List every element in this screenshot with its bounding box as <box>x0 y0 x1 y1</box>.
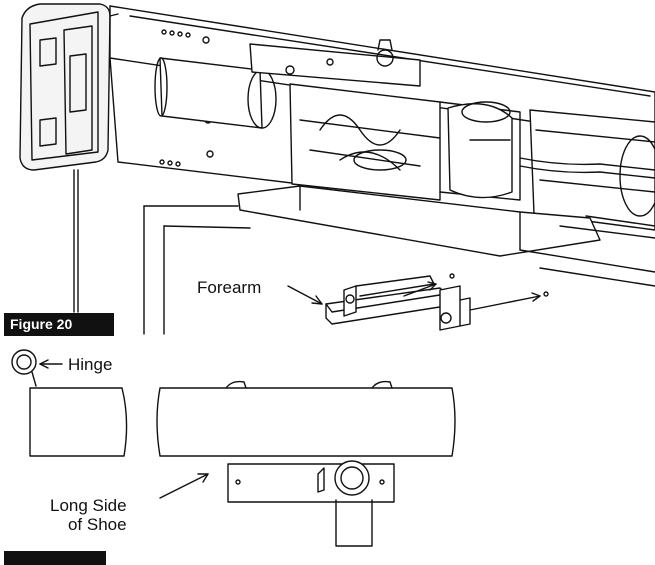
motion-arrows <box>403 281 541 311</box>
hinge-label: Hinge <box>68 355 113 374</box>
shoe-label-line-1: Long Side <box>50 496 127 515</box>
forearm-assembly <box>325 273 549 331</box>
shoe-bracket <box>227 460 395 547</box>
shoe-arrow <box>159 473 209 499</box>
door-frame <box>73 169 655 335</box>
door-section-main <box>156 380 456 457</box>
shoe-label-line-2: of Shoe <box>67 515 127 534</box>
forearm-label: Forearm <box>197 278 262 297</box>
long-side-of-shoe-label: Long Side of Shoe <box>50 496 127 534</box>
operator-header-housing <box>19 3 655 257</box>
hinge-arrow <box>39 359 63 369</box>
forearm-arrow <box>287 285 323 305</box>
figure-tag-partial <box>4 551 106 565</box>
hinge-symbol <box>11 349 37 387</box>
figure-tag: Figure 20 <box>4 313 114 336</box>
drive-motor <box>519 109 655 231</box>
motor-cylinder <box>154 57 277 129</box>
door-section-left <box>29 387 128 457</box>
